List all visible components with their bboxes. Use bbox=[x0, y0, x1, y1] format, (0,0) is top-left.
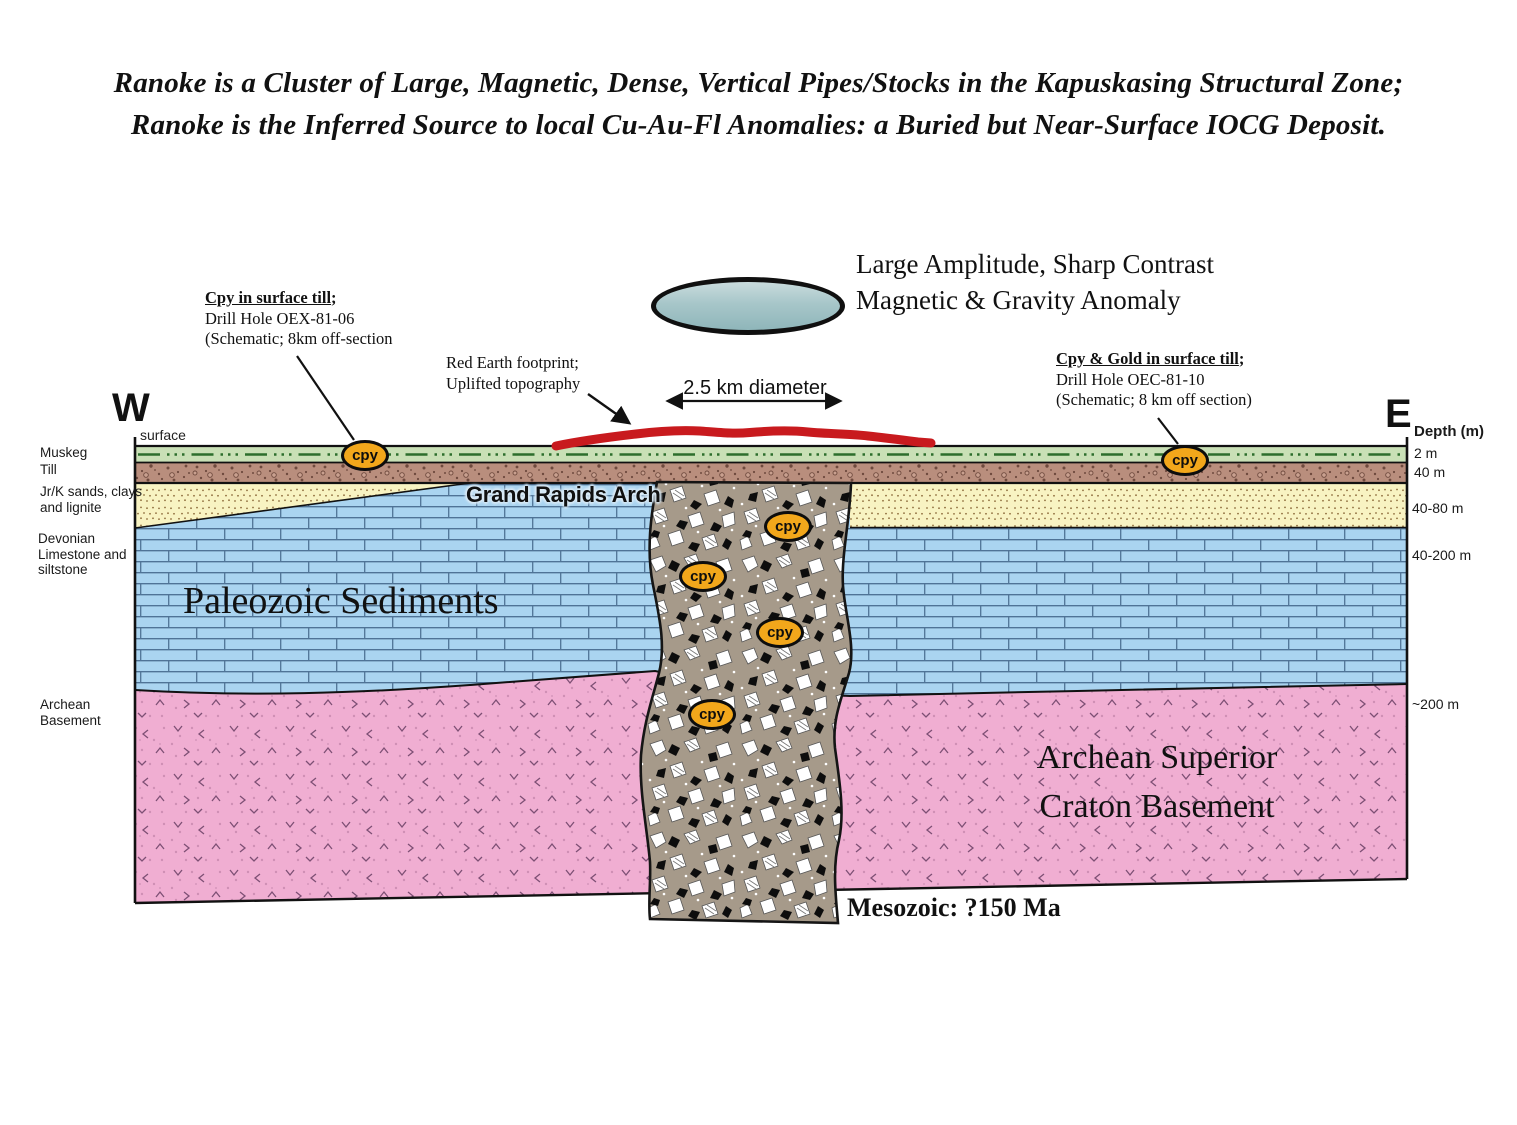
left-drillhole-line3: (Schematic; 8km off-section bbox=[205, 329, 393, 348]
till-layer bbox=[135, 462, 1407, 483]
strat-label-devonian-line1: Devonian bbox=[38, 531, 96, 546]
archean-craton-label: Archean Superior Craton Basement bbox=[957, 733, 1357, 831]
depth-40m: 40 m bbox=[1414, 464, 1446, 480]
right-drillhole-line3: (Schematic; 8 km off section) bbox=[1056, 390, 1252, 409]
compass-west: W bbox=[112, 386, 150, 430]
strat-label-till: Till bbox=[40, 462, 57, 477]
left-drillhole-heading-text: Cpy in surface till bbox=[205, 288, 332, 307]
right-drillhole-heading-text: Cpy & Gold in surface till bbox=[1056, 349, 1239, 368]
left-note-leader-line bbox=[296, 355, 355, 441]
figure-title-line2: Ranoke is the Inferred Source to local C… bbox=[130, 109, 1387, 141]
strat-label-archean: Archean Basement bbox=[40, 697, 101, 728]
right-drillhole-heading-suffix: ; bbox=[1238, 349, 1245, 368]
depth-200m: ~200 m bbox=[1412, 696, 1460, 712]
strat-label-jrk: Jr/K sands, clays and lignite bbox=[40, 484, 142, 515]
cpy-badge-surface-west: cpy bbox=[341, 440, 389, 471]
sand-layer-right bbox=[850, 483, 1407, 528]
right-drillhole-heading: Cpy & Gold in surface till; bbox=[1056, 349, 1252, 370]
cpy-badge-pipe-2: cpy bbox=[679, 561, 727, 592]
anomaly-label: Large Amplitude, Sharp Contrast Magnetic… bbox=[856, 246, 1214, 318]
right-note-leader-line bbox=[1157, 417, 1179, 445]
strat-label-archean-line1: Archean bbox=[40, 697, 91, 712]
strat-label-devonian-line2: Limestone and bbox=[38, 546, 127, 562]
cpy-badge-pipe-1: cpy bbox=[764, 511, 812, 542]
cpy-badge-label: cpy bbox=[775, 518, 801, 535]
cpy-badge-label: cpy bbox=[1172, 452, 1198, 469]
red-earth-arrow bbox=[587, 393, 632, 425]
cpy-badge-pipe-3: cpy bbox=[756, 617, 804, 648]
compass-east: E bbox=[1385, 392, 1412, 436]
cpy-badge-label: cpy bbox=[767, 624, 793, 641]
cpy-badge-label: cpy bbox=[699, 706, 725, 723]
red-earth-note: Red Earth footprint; Uplifted topography bbox=[446, 352, 580, 394]
archean-craton-line1: Archean Superior bbox=[1036, 739, 1278, 776]
red-earth-line2: Uplifted topography bbox=[446, 374, 581, 393]
left-drillhole-heading: Cpy in surface till; bbox=[205, 288, 393, 309]
surface-label: surface bbox=[140, 427, 186, 443]
strat-label-archean-line2: Basement bbox=[40, 712, 101, 728]
red-earth-line bbox=[551, 426, 936, 451]
right-drillhole-note: Cpy & Gold in surface till; Drill Hole O… bbox=[1056, 349, 1252, 411]
strat-label-jrk-line2: and lignite bbox=[40, 499, 102, 515]
left-drillhole-line2: Drill Hole OEX-81-06 bbox=[205, 308, 355, 328]
strat-label-devonian: Devonian Limestone and siltstone bbox=[38, 531, 127, 578]
depth-40-200m: 40-200 m bbox=[1412, 547, 1472, 563]
mesozoic-age-label: Mesozoic: ?150 Ma bbox=[847, 893, 1061, 922]
cpy-badge-label: cpy bbox=[690, 568, 716, 585]
diameter-label: 2.5 km diameter bbox=[683, 377, 827, 399]
grand-rapids-arch-label: Grand Rapids Arch bbox=[466, 482, 661, 507]
magnetic-anomaly-ellipse bbox=[651, 277, 845, 335]
cpy-badge-label: cpy bbox=[352, 447, 378, 464]
cpy-badge-surface-east: cpy bbox=[1161, 445, 1209, 476]
strat-label-jrk-line1: Jr/K sands, clays bbox=[40, 484, 143, 499]
anomaly-label-line2: Magnetic & Gravity Anomaly bbox=[856, 285, 1181, 315]
depth-2m: 2 m bbox=[1414, 445, 1438, 461]
right-drillhole-line2: Drill Hole OEC-81-10 bbox=[1056, 369, 1205, 389]
figure-title-line1: Ranoke is a Cluster of Large, Magnetic, … bbox=[113, 67, 1404, 99]
left-drillhole-heading-suffix: ; bbox=[331, 288, 337, 307]
left-drillhole-note: Cpy in surface till; Drill Hole OEX-81-0… bbox=[205, 288, 393, 350]
depth-scale-heading: Depth (m) bbox=[1414, 423, 1484, 440]
red-earth-line1: Red Earth footprint; bbox=[446, 353, 579, 372]
breccia-pipe bbox=[639, 480, 853, 925]
figure-title: Ranoke is a Cluster of Large, Magnetic, … bbox=[0, 62, 1517, 146]
cpy-badge-pipe-4: cpy bbox=[688, 699, 736, 730]
anomaly-label-line1: Large Amplitude, Sharp Contrast bbox=[856, 249, 1214, 279]
strat-label-devonian-line3: siltstone bbox=[38, 562, 88, 577]
paleozoic-sediments-label: Paleozoic Sediments bbox=[183, 580, 499, 622]
strat-label-muskeg: Muskeg bbox=[40, 445, 88, 460]
depth-40-80m: 40-80 m bbox=[1412, 500, 1464, 516]
archean-craton-line2: Craton Basement bbox=[1039, 788, 1275, 825]
